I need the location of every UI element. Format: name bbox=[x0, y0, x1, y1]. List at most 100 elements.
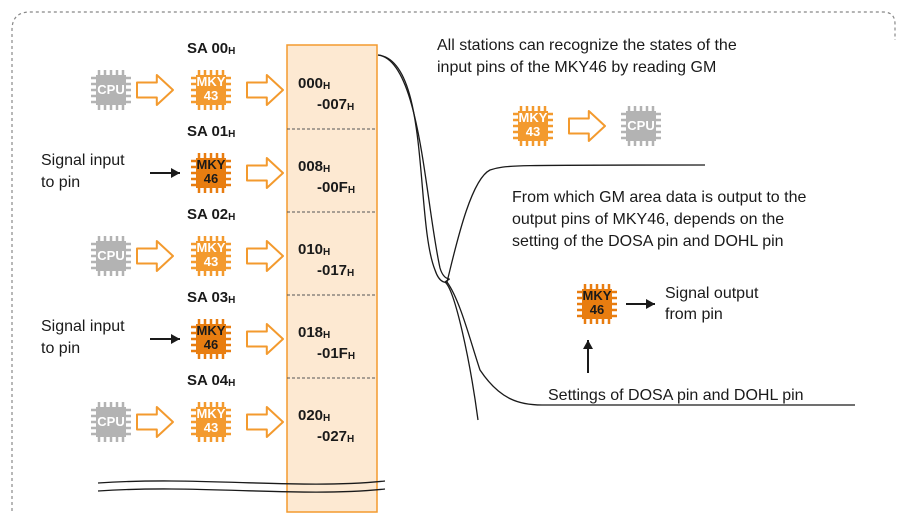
cpu-label: CPU bbox=[97, 82, 125, 97]
cpu-chip-icon bbox=[91, 70, 131, 110]
signal-input-arrow-head bbox=[171, 168, 180, 178]
station-address-label: SA 02H bbox=[187, 206, 235, 223]
mky-chip-label: MKY 46 bbox=[196, 157, 226, 186]
gm-address-start: 020H bbox=[298, 407, 330, 424]
gm-address-end: -00FH bbox=[317, 179, 355, 196]
mky-to-gm-arrow bbox=[246, 157, 284, 189]
addr-suffix: H bbox=[347, 102, 355, 113]
sa-value: SA 03 bbox=[187, 289, 229, 306]
gm-address-start: 008H bbox=[298, 158, 330, 175]
mky-to-gm-arrow bbox=[246, 323, 284, 355]
station-address-label: SA 01H bbox=[187, 123, 235, 140]
addr-end-value: -027 bbox=[317, 428, 348, 445]
sa-value: SA 02 bbox=[187, 206, 229, 223]
station-address-label: SA 04H bbox=[187, 372, 235, 389]
cpu-label: CPU bbox=[97, 248, 125, 263]
addr-start-value: 000 bbox=[298, 75, 324, 92]
mky-chip-label: MKY 43 bbox=[196, 406, 226, 435]
gm-address-end: -01FH bbox=[317, 345, 355, 362]
chip-body bbox=[196, 407, 226, 437]
sa-suffix: H bbox=[228, 295, 236, 306]
sa-suffix: H bbox=[228, 378, 236, 389]
addr-suffix: H bbox=[323, 413, 331, 424]
mky43-chip-label: MKY 43 bbox=[518, 110, 548, 139]
mky-chip-label: MKY 43 bbox=[196, 74, 226, 103]
sa-value: SA 00 bbox=[187, 40, 229, 57]
addr-end-value: -017 bbox=[317, 262, 348, 279]
signal-input-label: Signal input to pin bbox=[41, 152, 125, 191]
cpu-label: CPU bbox=[97, 414, 125, 429]
addr-start-value: 018 bbox=[298, 324, 324, 341]
station-address-label: SA 03H bbox=[187, 289, 235, 306]
signal-input-label: Signal input to pin bbox=[41, 318, 125, 357]
sa-value: SA 04 bbox=[187, 372, 229, 389]
chip-body bbox=[582, 289, 612, 319]
addr-suffix: H bbox=[347, 185, 356, 196]
gm-read-description: All stations can recognize the states of… bbox=[437, 37, 737, 76]
dosa-dohl-settings-label: Settings of DOSA pin and DOHL pin bbox=[548, 387, 804, 404]
cpu-to-mky-arrow bbox=[136, 406, 174, 438]
mky-chip-icon bbox=[191, 236, 231, 276]
signal-output-arrow-head bbox=[646, 299, 655, 309]
brace-upper bbox=[377, 54, 448, 283]
sa-suffix: H bbox=[228, 129, 236, 140]
brace-lower bbox=[446, 281, 543, 406]
settings-up-arrow-head bbox=[583, 340, 593, 349]
cpu-to-mky-arrow bbox=[136, 74, 174, 106]
station-address-label: SA 00H bbox=[187, 40, 235, 57]
outer-border bbox=[11, 11, 896, 511]
addr-suffix: H bbox=[347, 434, 355, 445]
signal-input-arrow-head bbox=[171, 334, 180, 344]
gm-address-start: 018H bbox=[298, 324, 330, 341]
mky-chip-icon bbox=[191, 70, 231, 110]
chip-body bbox=[196, 75, 226, 105]
sa-suffix: H bbox=[228, 212, 236, 223]
chip-body bbox=[196, 241, 226, 271]
mky-chip-label: MKY 43 bbox=[196, 240, 226, 269]
mky-to-gm-arrow bbox=[246, 406, 284, 438]
addr-end-value: -007 bbox=[317, 96, 348, 113]
addr-suffix: H bbox=[323, 330, 331, 341]
break-line-bottom bbox=[97, 488, 386, 493]
chip-body bbox=[626, 111, 656, 141]
gm-address-end: -027H bbox=[317, 428, 354, 445]
gm-memory-column bbox=[286, 44, 378, 513]
mky-chip-label: MKY 46 bbox=[196, 323, 226, 352]
gm-address-end: -017H bbox=[317, 262, 354, 279]
chip-body bbox=[196, 324, 226, 354]
addr-start-value: 008 bbox=[298, 158, 324, 175]
mky-to-gm-arrow bbox=[246, 240, 284, 272]
chip-body bbox=[96, 241, 126, 271]
chip-body bbox=[96, 75, 126, 105]
addr-end-value: -00F bbox=[317, 179, 348, 196]
addr-suffix: H bbox=[347, 268, 355, 279]
cpu-chip-icon bbox=[91, 236, 131, 276]
addr-end-value: -01F bbox=[317, 345, 348, 362]
mky43-to-cpu-arrow bbox=[568, 110, 606, 142]
gm-address-start: 010H bbox=[298, 241, 330, 258]
addr-suffix: H bbox=[323, 164, 331, 175]
cpu-to-mky-arrow bbox=[136, 240, 174, 272]
mky-chip-icon bbox=[191, 319, 231, 359]
mky-chip-icon bbox=[191, 153, 231, 193]
chip-body bbox=[96, 407, 126, 437]
gm-output-description: From which GM area data is output to the… bbox=[512, 189, 807, 250]
sa-value: SA 01 bbox=[187, 123, 229, 140]
mky46-chip-label: MKY 46 bbox=[582, 288, 612, 317]
addr-suffix: H bbox=[347, 351, 356, 362]
mky-chip-icon bbox=[191, 402, 231, 442]
chip-body bbox=[518, 111, 548, 141]
sa-suffix: H bbox=[228, 46, 236, 57]
mky43-chip-icon bbox=[513, 106, 553, 146]
addr-suffix: H bbox=[323, 247, 331, 258]
mky-to-gm-arrow bbox=[246, 74, 284, 106]
gm-address-end: -007H bbox=[317, 96, 354, 113]
addr-suffix: H bbox=[323, 81, 331, 92]
cpu-label: CPU bbox=[627, 118, 655, 133]
cpu-chip-icon bbox=[91, 402, 131, 442]
break-line-top bbox=[97, 480, 386, 485]
signal-output-label: Signal output from pin bbox=[665, 285, 759, 323]
gm-address-start: 000H bbox=[298, 75, 330, 92]
